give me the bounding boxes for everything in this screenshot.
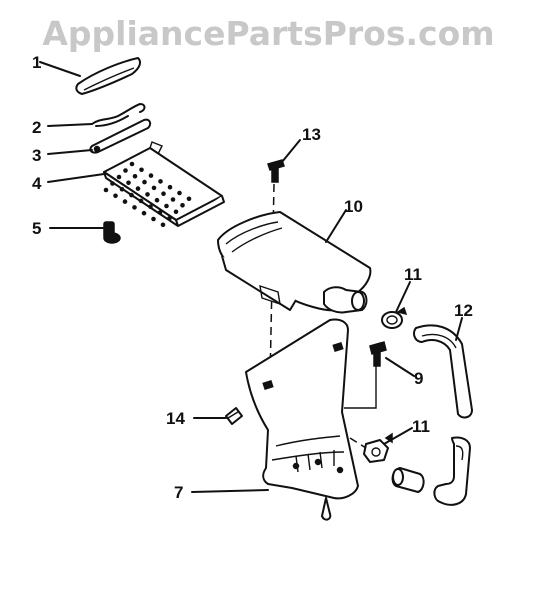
leader-9 bbox=[385, 357, 415, 377]
part-4-grille[interactable] bbox=[103, 141, 225, 228]
leader-1 bbox=[39, 61, 81, 77]
grille-hole bbox=[126, 180, 131, 186]
leader-11-lower bbox=[383, 427, 413, 445]
callout-7: 7 bbox=[174, 483, 183, 502]
grille-hole bbox=[132, 174, 138, 179]
callout-14: 14 bbox=[166, 409, 185, 428]
leader-7 bbox=[191, 489, 269, 493]
grille-hole bbox=[173, 209, 179, 215]
grille-hole bbox=[180, 203, 185, 208]
part-14-clip[interactable] bbox=[225, 407, 243, 425]
grille-hole bbox=[177, 190, 182, 196]
grille-hole bbox=[151, 185, 157, 191]
leader-13 bbox=[281, 139, 301, 163]
grille-hole bbox=[167, 184, 173, 190]
grille-hole bbox=[186, 196, 192, 202]
part-3-lever[interactable] bbox=[89, 118, 152, 154]
callout-2: 2 bbox=[32, 118, 41, 137]
coupling-tube[interactable] bbox=[391, 467, 425, 493]
grille-hole bbox=[116, 174, 122, 180]
grille-hole bbox=[160, 222, 166, 228]
grille-hole bbox=[151, 216, 156, 222]
alignment-line-9 bbox=[344, 366, 377, 409]
grille-hole bbox=[119, 187, 125, 192]
grille-hole bbox=[148, 173, 154, 178]
leader-4 bbox=[47, 173, 105, 183]
callout-11-lower: 11 bbox=[412, 417, 430, 436]
grille-hole bbox=[157, 210, 163, 215]
grille-hole bbox=[132, 205, 137, 210]
grille-hole bbox=[123, 168, 128, 173]
grille-hole bbox=[129, 192, 134, 198]
part-9-screw[interactable] bbox=[369, 341, 387, 367]
callout-10: 10 bbox=[344, 197, 363, 216]
grille-hole bbox=[129, 161, 135, 167]
grille-hole bbox=[138, 198, 144, 204]
grille-hole bbox=[139, 167, 144, 173]
grille-hole bbox=[110, 181, 115, 186]
grille-hole bbox=[154, 197, 160, 203]
callout-5: 5 bbox=[32, 219, 41, 238]
grille-hole bbox=[148, 204, 153, 209]
part-11-clamp-lower[interactable] bbox=[363, 432, 393, 463]
grille-hole bbox=[164, 203, 169, 209]
part-2-spring[interactable] bbox=[91, 103, 146, 127]
part-7-bracket[interactable] bbox=[245, 318, 359, 521]
leader-2 bbox=[47, 123, 93, 127]
alignment-line-11 bbox=[349, 437, 367, 449]
part-13-screw[interactable] bbox=[267, 159, 285, 183]
callout-9: 9 bbox=[414, 369, 423, 388]
grille-hole bbox=[161, 191, 166, 196]
leader-12 bbox=[455, 317, 463, 341]
callout-4: 4 bbox=[32, 174, 42, 193]
part-5-screw[interactable] bbox=[103, 221, 121, 244]
watermark-text: AppliancePartsPros.com bbox=[42, 14, 495, 53]
grille-hole bbox=[145, 192, 150, 197]
grille-hole bbox=[167, 216, 172, 221]
part-10-housing[interactable] bbox=[217, 211, 372, 314]
grille-hole bbox=[103, 187, 109, 193]
callout-1: 1 bbox=[32, 53, 41, 72]
grille-hole bbox=[122, 199, 128, 204]
callout-13: 13 bbox=[302, 125, 321, 144]
grille-hole bbox=[170, 197, 176, 202]
leader-3 bbox=[47, 149, 93, 155]
part-12-hose[interactable] bbox=[413, 324, 473, 506]
callout-11-upper: 11 bbox=[404, 265, 422, 284]
part-11-clamp-upper[interactable] bbox=[381, 306, 408, 329]
leader-11-upper bbox=[395, 281, 411, 313]
callout-12: 12 bbox=[454, 301, 473, 320]
callout-3: 3 bbox=[32, 146, 41, 165]
leader-10 bbox=[325, 209, 347, 243]
part-1-handle[interactable] bbox=[75, 57, 141, 95]
grille-hole bbox=[142, 179, 147, 185]
grille-hole bbox=[113, 193, 118, 199]
grille-hole bbox=[158, 179, 163, 184]
grille-hole bbox=[141, 210, 147, 216]
grille-hole bbox=[135, 186, 141, 191]
